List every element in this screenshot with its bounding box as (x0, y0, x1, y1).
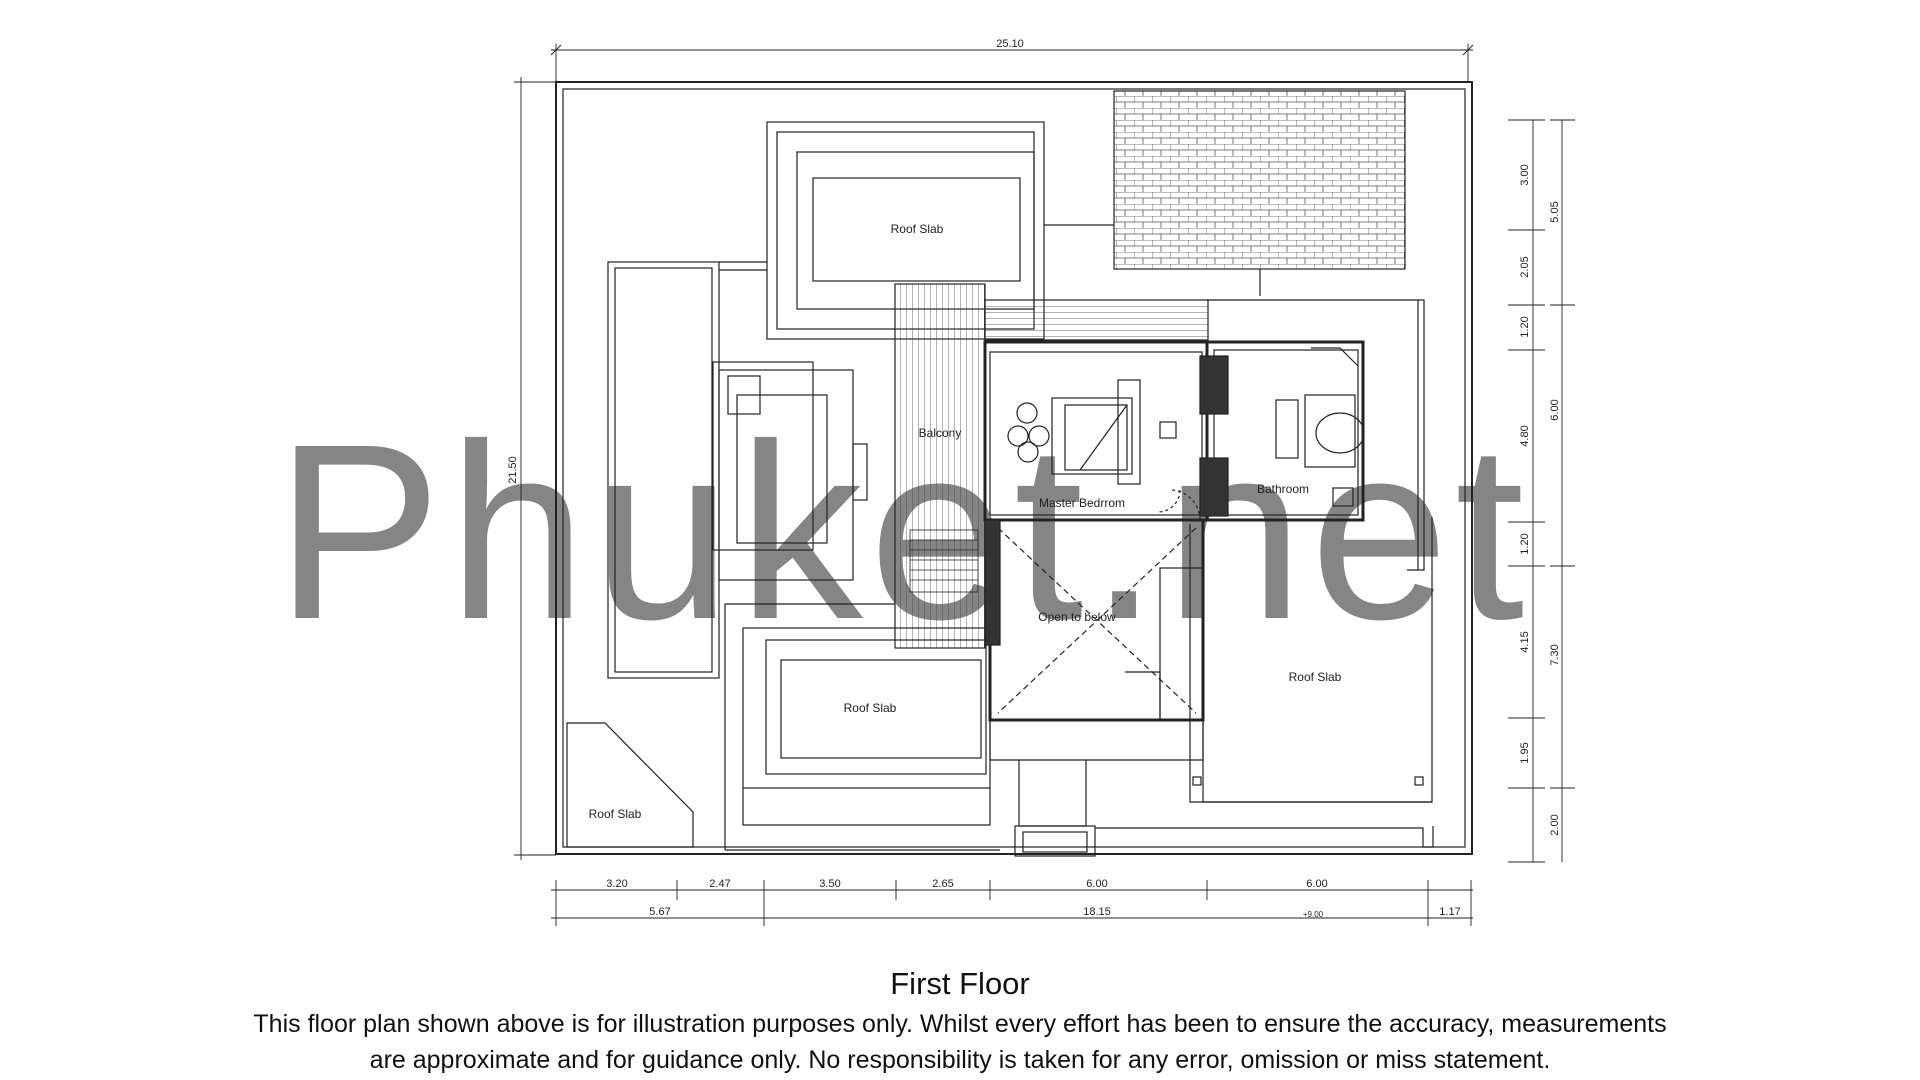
label-balcony: Balcony (919, 426, 962, 440)
dim-left-total: 21.50 (507, 456, 519, 484)
dim-right-seg: 1.20 (1519, 316, 1531, 337)
label-master-bedroom: Master Bedrrom (1039, 496, 1125, 510)
dim-bottom-seg: 6.00 (1086, 878, 1107, 890)
dim-right-group: 7.30 (1549, 644, 1561, 665)
bathroom-walls (1205, 340, 1365, 522)
dim-right-seg: 4.15 (1519, 631, 1531, 652)
dim-right-seg: 4.80 (1519, 425, 1531, 446)
dim-bottom-seg: 3.50 (819, 878, 840, 890)
dim-bottom-seg: 2.65 (932, 878, 953, 890)
dim-bottom-seg: 6.00 (1306, 878, 1327, 890)
dim-right-group: 5.05 (1549, 201, 1561, 222)
dim-right-seg: 1.20 (1519, 533, 1531, 554)
disclaimer-line: are approximate and for guidance only. N… (369, 1046, 1551, 1074)
label-roof-slab-corner: Roof Slab (589, 807, 642, 821)
caption-title: First Floor (890, 966, 1030, 1001)
stair-steps (909, 529, 979, 593)
dim-right-group: 6.00 (1549, 399, 1561, 420)
disclaimer: This floor plan shown above is for illus… (0, 1006, 1920, 1078)
roof-slab-corner (566, 722, 694, 848)
label-roof-slab-top: Roof Slab (891, 222, 944, 236)
tiled-roof (1113, 90, 1406, 270)
roof-slab-mid-frame (765, 639, 987, 775)
dimension-lines (514, 44, 1575, 926)
dim-bottom-group: 1.17 (1439, 906, 1460, 918)
roof-slab-mid (780, 659, 982, 759)
dim-right-seg: 2.00 (1549, 814, 1561, 835)
bed (1051, 397, 1133, 475)
dim-bottom-group: 5.67 (649, 906, 670, 918)
label-roof-slab-mid: Roof Slab (844, 701, 897, 715)
dim-bottom-group: 18.15 (1083, 906, 1111, 918)
dim-bottom-seg: 2.47 (709, 878, 730, 890)
dim-right-seg: 3.00 (1519, 164, 1531, 185)
site-boundary (555, 81, 1473, 855)
dim-bottom-seg: 3.20 (606, 878, 627, 890)
site-boundary-inner (562, 88, 1466, 848)
disclaimer-line: This floor plan shown above is for illus… (253, 1010, 1667, 1038)
dimension-labels: 25.10 21.50 3.00 2.05 1.20 4.80 1.20 4.1… (507, 38, 1561, 919)
roof-slab-top (812, 177, 1021, 282)
label-open-to-below: Open to below (1038, 610, 1116, 624)
dim-bottom-group: +9.00 (1303, 910, 1324, 919)
label-bathroom: Bathroom (1257, 482, 1309, 496)
dim-right-seg: 1.95 (1519, 742, 1531, 763)
label-roof-slab-right: Roof Slab (1289, 670, 1342, 684)
balcony-deck (894, 283, 986, 649)
dim-right-seg: 2.05 (1519, 256, 1531, 277)
dim-top-total: 25.10 (996, 38, 1024, 50)
room-labels: Roof Slab Roof Slab Roof Slab Roof Slab … (589, 222, 1342, 821)
plan-lines (555, 81, 1473, 857)
